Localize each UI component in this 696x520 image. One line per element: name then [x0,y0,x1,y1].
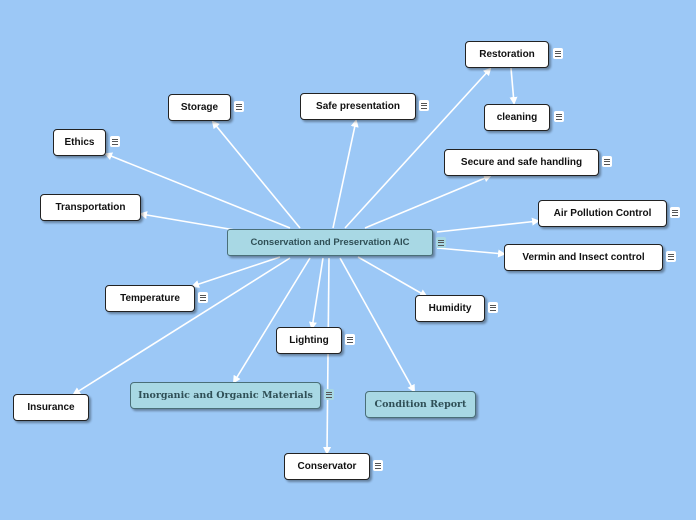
note-icon[interactable] [554,111,564,122]
link-safe-presentation [332,119,359,229]
note-icon[interactable] [419,100,429,111]
link-insurance [72,257,291,396]
note-icon[interactable] [234,101,244,112]
link-cleaning [509,67,518,105]
note-icon[interactable] [553,48,563,59]
note-icon[interactable] [666,251,676,262]
note-icon[interactable] [345,334,355,345]
note-icon[interactable] [436,237,446,248]
note-icon[interactable] [602,156,612,167]
topic-insurance[interactable]: Insurance [13,394,89,421]
link-secure-handling [364,174,492,229]
topic-restoration[interactable]: Restoration [465,41,549,68]
topic-condition-report[interactable]: Condition Report [365,391,476,418]
link-air-pollution [436,217,540,233]
note-icon[interactable] [373,460,383,471]
note-icon[interactable] [670,207,680,218]
topic-safe-presentation[interactable]: Safe presentation [300,93,416,120]
link-materials [232,257,311,384]
topic-cleaning[interactable]: cleaning [484,104,550,131]
topic-lighting[interactable]: Lighting [276,327,342,354]
note-icon[interactable] [198,292,208,303]
root-topic[interactable]: Conservation and Preservation AIC [227,229,433,256]
link-condition-report [339,257,415,393]
link-lighting [308,257,324,330]
link-humidity [357,256,428,297]
topic-temperature[interactable]: Temperature [105,285,195,312]
topic-humidity[interactable]: Humidity [415,295,485,322]
link-conservator [323,257,332,455]
note-icon[interactable] [110,136,120,147]
link-temperature [191,256,281,288]
note-icon[interactable] [324,389,334,400]
topic-vermin[interactable]: Vermin and Insect control [504,244,663,271]
link-storage [211,120,301,229]
link-ethics [104,152,291,229]
note-icon[interactable] [488,302,498,313]
topic-secure-handling[interactable]: Secure and safe handling [444,149,599,176]
topic-air-pollution[interactable]: Air Pollution Control [538,200,667,227]
link-transportation [139,211,236,231]
topic-storage[interactable]: Storage [168,94,231,121]
topic-transportation[interactable]: Transportation [40,194,141,221]
link-vermin [436,247,506,258]
topic-ethics[interactable]: Ethics [53,129,106,156]
link-restoration [344,67,492,229]
topic-conservator[interactable]: Conservator [284,453,370,480]
topic-materials[interactable]: Inorganic and Organic Materials [130,382,321,409]
